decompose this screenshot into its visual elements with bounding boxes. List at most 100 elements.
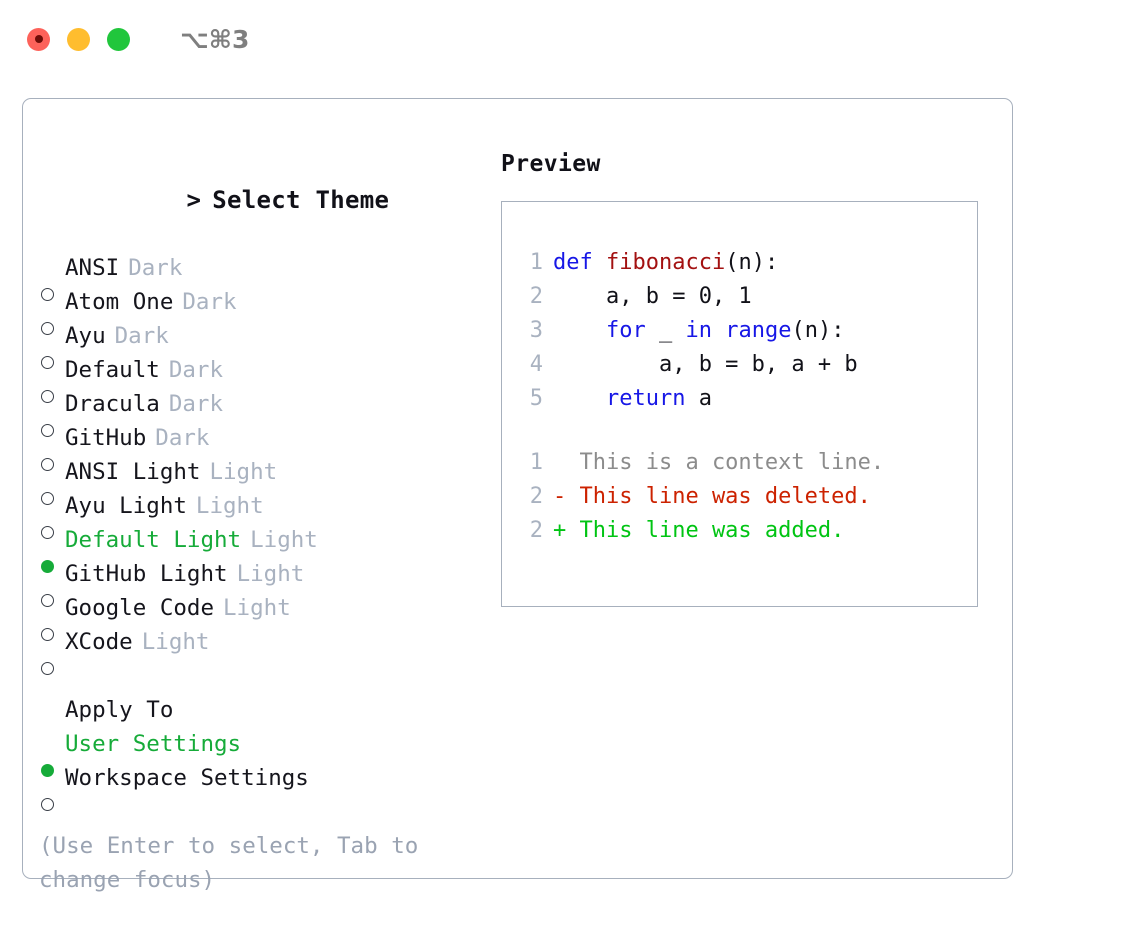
list-spacer [39, 659, 509, 693]
theme-option-row[interactable]: Dracula Dark [39, 387, 509, 437]
code-line-text: a, b = 0, 1 [553, 280, 752, 314]
theme-option-row[interactable]: ANSI Light Light [39, 455, 509, 505]
code-token: return [605, 386, 686, 411]
theme-option-row[interactable]: Default Dark [39, 353, 509, 403]
theme-option-row[interactable]: GitHub Light Light [39, 557, 509, 607]
code-token: (n): [725, 250, 779, 275]
line-number: 3 [529, 318, 543, 343]
theme-option-label: GitHub Light [65, 561, 228, 587]
code-token: range [725, 318, 792, 343]
close-button-icon[interactable] [27, 27, 50, 51]
radio-circle [41, 628, 54, 641]
theme-option-row[interactable]: XCode Light [39, 625, 509, 675]
window-titlebar: ⌥⌘3 [0, 0, 1140, 78]
theme-category-label: Light [250, 527, 318, 553]
apply-to-option-row[interactable]: User Settings [39, 727, 509, 777]
code-line: 3 for _ in range(n): [517, 314, 969, 348]
apply-to-title: Apply To [65, 697, 174, 723]
code-token: (n): [791, 318, 845, 343]
theme-option-row[interactable]: GitHub Dark [39, 421, 509, 471]
code-token: for [605, 318, 646, 343]
keyboard-shortcut-label: ⌥⌘3 [180, 24, 250, 54]
radio-circle [41, 424, 54, 437]
line-number: 5 [529, 386, 543, 411]
diff-sample: 1 This is a context line. 2- This line wa… [517, 446, 969, 548]
theme-option-label: XCode [65, 629, 133, 655]
diff-line-text: + This line was added. [553, 518, 845, 543]
code-line-text: def fibonacci(n): [553, 246, 778, 280]
keyboard-hint-text: (Use Enter to select, Tab to change focu… [39, 833, 419, 893]
radio-circle [41, 662, 54, 675]
prompt-caret-icon: > [186, 186, 202, 214]
line-number: 1 [529, 450, 543, 475]
theme-category-label: Light [223, 595, 291, 621]
theme-option-label: Ayu Light [65, 493, 187, 519]
theme-category-label: Dark [168, 357, 224, 383]
code-diff-spacer [517, 416, 969, 446]
theme-option-label: Default Light [65, 527, 242, 553]
diff-line: 2+ This line was added. [517, 514, 969, 548]
theme-category-label: Light [209, 459, 278, 485]
zoom-button-icon[interactable] [107, 27, 130, 51]
theme-list-header: > Select Theme [39, 149, 509, 251]
theme-option-label: Dracula [65, 391, 160, 417]
theme-list-title: Select Theme [212, 186, 390, 214]
radio-circle [41, 458, 54, 471]
radio-circle [41, 288, 54, 301]
radio-circle [41, 594, 54, 607]
radio-circle [41, 356, 54, 369]
radio-circle [41, 390, 54, 403]
theme-option-label: Ayu [65, 323, 106, 349]
theme-option-label: GitHub [65, 425, 147, 451]
preview-title: Preview [501, 151, 601, 177]
theme-category-label: Dark [182, 289, 237, 315]
code-token: a [685, 386, 712, 411]
theme-option-row[interactable]: Atom One Dark [39, 285, 509, 335]
code-token: fibonacci [605, 250, 726, 275]
theme-option-row[interactable]: ANSI Dark [39, 251, 509, 301]
traffic-light-buttons [27, 27, 130, 51]
code-token: def [553, 250, 606, 275]
minimize-button-icon[interactable] [67, 27, 90, 51]
diff-line-text: This is a context line. [553, 450, 885, 475]
theme-option-label: Default [65, 357, 160, 383]
theme-category-label: Dark [114, 323, 169, 349]
theme-option-label: Atom One [65, 289, 174, 315]
theme-option-label: ANSI Light [65, 459, 201, 485]
code-line-text: return a [553, 382, 712, 416]
theme-category-label: Dark [155, 425, 210, 451]
apply-to-option-label: Workspace Settings [65, 765, 309, 791]
code-line-text: a, b = b, a + b [553, 348, 858, 382]
theme-category-label: Dark [128, 255, 183, 281]
line-number: 2 [529, 484, 543, 509]
theme-option-label: ANSI [65, 255, 120, 281]
line-number: 2 [529, 284, 543, 309]
line-number: 4 [529, 352, 543, 377]
radio-circle [41, 798, 54, 811]
code-line-text: for _ in range(n): [553, 314, 844, 348]
code-token [712, 318, 725, 343]
code-token: in [685, 318, 712, 343]
radio-circle [41, 764, 54, 777]
diff-line: 2- This line was deleted. [517, 480, 969, 514]
theme-category-label: Light [236, 561, 305, 587]
theme-option-row[interactable]: Default Light Light [39, 523, 509, 573]
line-number: 1 [529, 250, 543, 275]
theme-category-label: Light [141, 629, 210, 655]
theme-category-label: Dark [168, 391, 224, 417]
radio-circle [41, 492, 54, 505]
code-line: 5 return a [517, 382, 969, 416]
code-token [553, 386, 606, 411]
code-token: a, b = 0, 1 [553, 284, 752, 309]
theme-option-row[interactable]: Ayu Dark [39, 319, 509, 369]
apply-to-option-row[interactable]: Workspace Settings [39, 761, 509, 811]
code-line: 2 a, b = 0, 1 [517, 280, 969, 314]
